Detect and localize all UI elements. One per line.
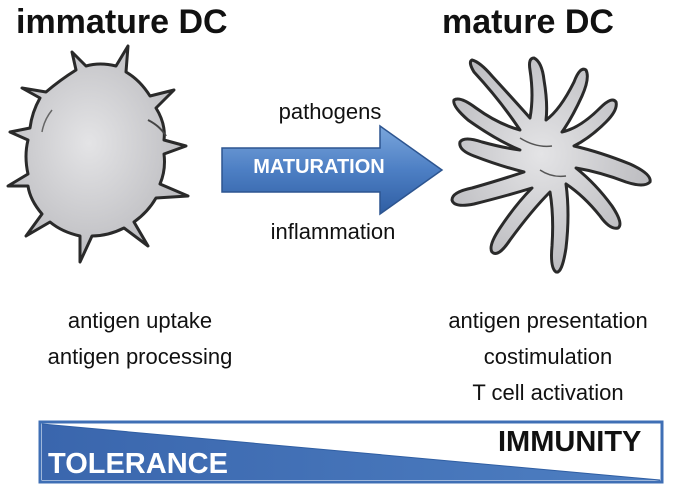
immature-dc-functions: antigen uptake antigen processing xyxy=(20,303,260,375)
maturation-arrow xyxy=(221,124,444,216)
function-t-cell-activation: T cell activation xyxy=(472,380,624,405)
mature-dc-title: mature DC xyxy=(442,3,614,41)
tolerance-label: TOLERANCE xyxy=(48,448,228,480)
pathogens-label: pathogens xyxy=(278,99,382,124)
mature-dc-functions: antigen presentation costimulation T cel… xyxy=(414,303,682,411)
immunity-label: IMMUNITY xyxy=(498,426,642,458)
inflammation-label: inflammation xyxy=(270,219,396,244)
function-antigen-presentation: antigen presentation xyxy=(448,308,648,333)
immature-dc-cell xyxy=(6,44,190,264)
function-costimulation: costimulation xyxy=(483,344,613,369)
function-antigen-processing: antigen processing xyxy=(47,344,233,369)
function-antigen-uptake: antigen uptake xyxy=(67,308,213,333)
maturation-label: MATURATION xyxy=(253,156,385,178)
mature-dc-cell xyxy=(450,56,652,274)
tolerance-immunity-bar xyxy=(38,420,664,484)
immature-dc-title: immature DC xyxy=(16,3,228,41)
